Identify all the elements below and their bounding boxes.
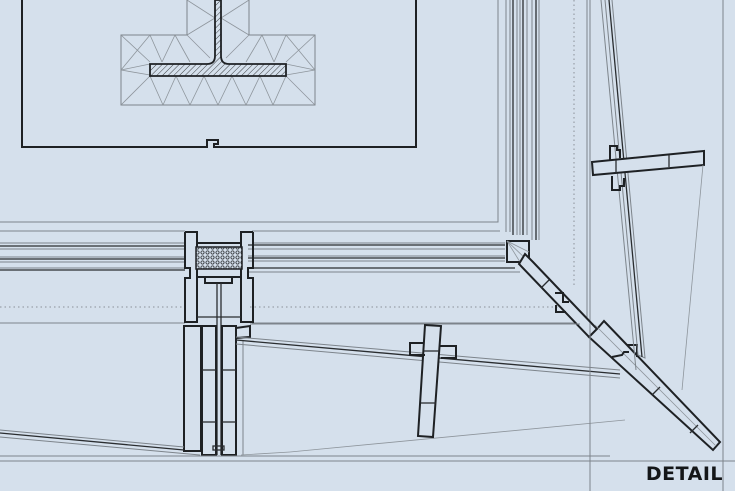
mullion-profile <box>183 231 254 456</box>
concrete-slab <box>21 0 417 148</box>
horizontal-transom <box>0 0 580 324</box>
inclined-glass-panel-upright <box>590 0 705 391</box>
corner-post <box>506 240 530 263</box>
detail-logo: DETAIL <box>645 463 723 485</box>
middle-louver-panel <box>235 323 626 456</box>
insulation-block <box>120 0 316 106</box>
lower-left-louver <box>0 429 610 457</box>
steel-t-beam <box>149 0 287 77</box>
vertical-mullion-right <box>505 0 724 491</box>
frame-lines <box>0 323 735 491</box>
